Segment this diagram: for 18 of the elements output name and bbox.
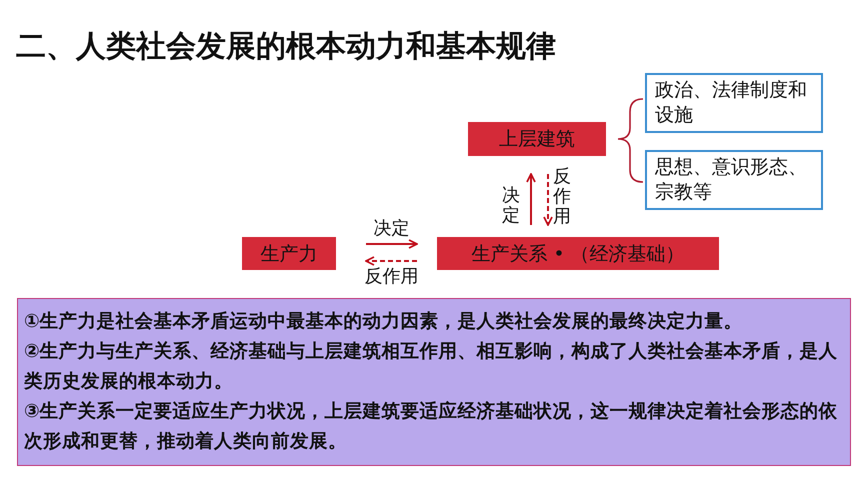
- edge-label: 决定: [502, 186, 520, 226]
- summary-panel: [17, 298, 851, 466]
- edge-label: 反作用: [553, 167, 571, 226]
- arrow: [526, 173, 536, 225]
- category-box: 政治、法律制度和设施: [645, 73, 823, 133]
- category-box: 思想、意识形态、宗教等: [645, 150, 823, 210]
- paragraph: ①生产力是社会基本矛盾运动中最基本的动力因素，是人类社会发展的最终决定力量。: [24, 310, 744, 334]
- concept-box: 生产力: [242, 237, 336, 270]
- arrow: [365, 256, 417, 266]
- title: 二、人类社会发展的根本动力和基本规律: [16, 28, 556, 66]
- arrow: [366, 239, 418, 249]
- paragraph: ②生产力与生产关系、经济基础与上层建筑相互作用、相互影响，构成了人类社会基本矛盾，是人类历史发展的根本动力。: [24, 340, 839, 394]
- arrow: [543, 174, 553, 226]
- concept-box: 上层建筑: [468, 122, 606, 156]
- edge-label: 反作用: [364, 267, 420, 288]
- edge-label: 决定: [372, 219, 410, 240]
- concept-box: 生产关系 • （经济基础）: [437, 237, 719, 270]
- paragraph: ③生产关系一定要适应生产力状况，上层建筑要适应经济基础状况，这一规律决定着社会形态的依次形成和更替，推动着人类向前发展。: [24, 400, 839, 454]
